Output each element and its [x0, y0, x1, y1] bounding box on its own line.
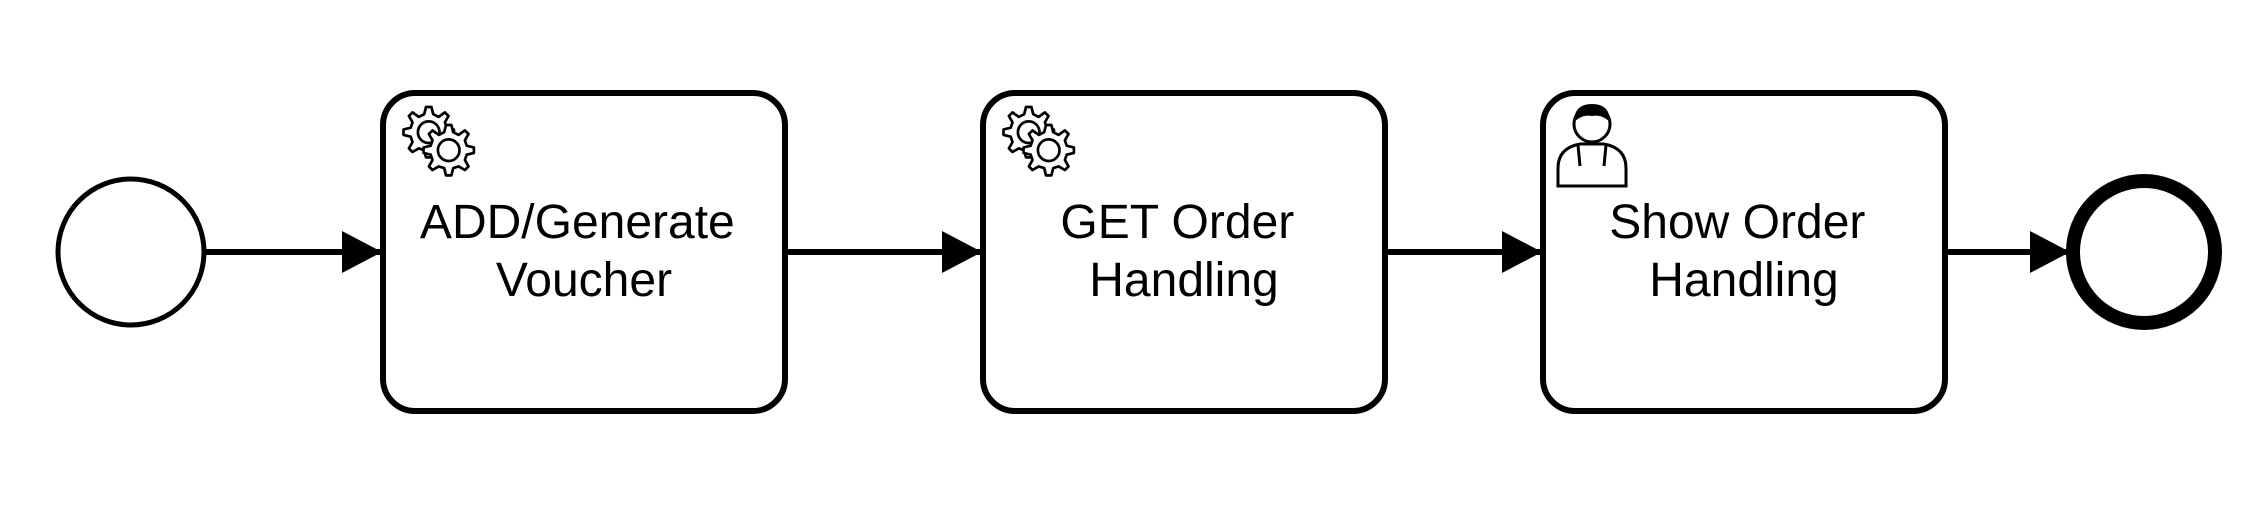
flow-arrowhead	[342, 231, 382, 273]
svg-text:Show Order Handling: Show Order Handling	[1609, 196, 1878, 307]
task-label-line: Show Order	[1609, 196, 1865, 249]
start-event[interactable]	[55, 176, 207, 328]
task-add-generate-voucher[interactable]: ADD/Generate Voucher	[380, 90, 788, 414]
task-label-line: GET Order	[1060, 196, 1294, 249]
flow-arrowhead	[2030, 231, 2070, 273]
end-event[interactable]	[2066, 174, 2222, 330]
sequence-flows	[206, 231, 2070, 273]
svg-text:GET Order Handling: GET Order Handling	[1060, 196, 1307, 307]
task-label-line: ADD/Generate	[420, 196, 735, 249]
svg-text:ADD/Generate Voucher: ADD/Generate Voucher	[420, 196, 748, 307]
task-box	[1540, 90, 1948, 414]
task-label-line: Handling	[1089, 254, 1278, 307]
task-label-line: Voucher	[496, 254, 672, 307]
task-label-line: Handling	[1649, 254, 1838, 307]
task-show-order-handling[interactable]: Show Order Handling	[1540, 90, 1948, 414]
task-get-order-handling[interactable]: GET Order Handling	[980, 90, 1388, 414]
flow-arrowhead	[1502, 231, 1542, 273]
flow-arrowhead	[942, 231, 982, 273]
user-icon	[1556, 104, 1628, 188]
task-box	[380, 90, 788, 414]
task-box	[980, 90, 1388, 414]
